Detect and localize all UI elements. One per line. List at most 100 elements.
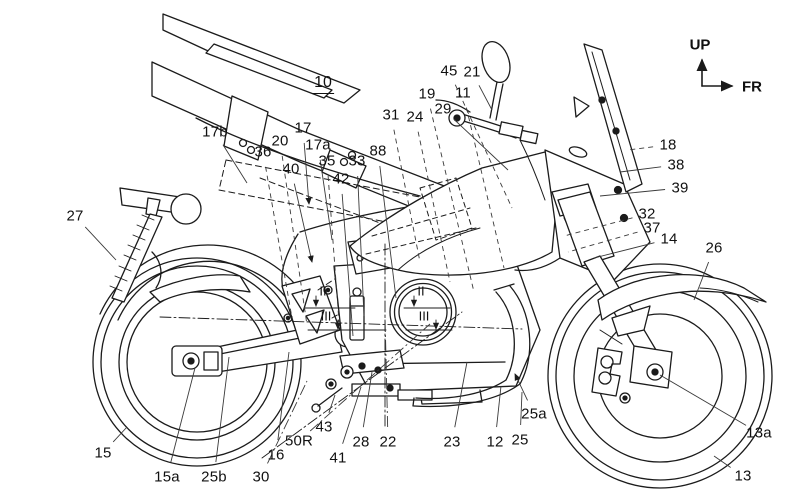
leader-11 — [465, 107, 505, 269]
leader-35 — [327, 175, 340, 323]
mirror — [481, 40, 511, 121]
ref-label-23: 23 — [443, 433, 461, 451]
ref-label-41: 41 — [329, 449, 347, 467]
leader-19 — [430, 108, 475, 293]
ref-label-14: 14 — [660, 230, 678, 248]
ref-label-12: 12 — [486, 433, 504, 451]
leader-12 — [496, 385, 502, 428]
ref-label-40: 40 — [282, 160, 300, 178]
leader-39 — [599, 189, 666, 197]
section-mark-III-3: III — [418, 308, 430, 324]
ref-label-16: 16 — [267, 446, 285, 464]
leader-40 — [293, 183, 314, 263]
leader-38 — [619, 166, 662, 173]
brake-caliper — [591, 329, 631, 404]
leader-15 — [112, 426, 128, 443]
exhaust-pipe — [412, 283, 531, 408]
ref-label-24: 24 — [406, 108, 424, 126]
section-lines — [304, 295, 453, 331]
ref-label-38: 38 — [667, 156, 685, 174]
leader-25a — [514, 373, 528, 401]
ref-label-33: 33 — [348, 152, 366, 170]
leader-25b — [215, 356, 230, 463]
leader-33 — [357, 175, 365, 317]
leader-lines — [84, 84, 747, 468]
section-mark-III-1: III — [320, 308, 332, 324]
ref-label-35: 35 — [318, 152, 336, 170]
ref-label-32: 32 — [638, 205, 656, 223]
ref-label-13a: 13a — [746, 424, 772, 442]
leader-21 — [478, 85, 493, 111]
leader-16 — [277, 351, 290, 441]
axis-label-up: UP — [689, 36, 711, 54]
ref-label-17b: 17b — [202, 123, 228, 141]
ref-label-18: 18 — [659, 136, 677, 154]
leader-50R — [309, 323, 431, 432]
leader-25 — [520, 391, 523, 426]
leader-14 — [593, 242, 655, 259]
ref-label-25: 25 — [511, 431, 529, 449]
leader-13 — [713, 455, 731, 468]
leader-17b — [222, 144, 248, 184]
ref-label-22: 22 — [379, 433, 397, 451]
ref-label-45: 45 — [440, 62, 458, 80]
leader-41 — [342, 386, 362, 444]
leader-37 — [567, 231, 638, 253]
leader-30 — [267, 380, 308, 464]
leader-28 — [362, 371, 373, 428]
ref-label-29: 29 — [434, 100, 452, 118]
ref-label-42: 42 — [332, 170, 350, 188]
frame-pivot-plate — [281, 275, 341, 345]
tail-rack — [151, 13, 471, 229]
leader-13a — [659, 374, 747, 426]
ref-label-13: 13 — [734, 467, 752, 485]
leader-88 — [379, 165, 397, 299]
rear-hugger — [99, 244, 301, 321]
ref-label-28: 28 — [352, 433, 370, 451]
front-fork — [551, 183, 673, 389]
leader-17a — [319, 159, 333, 241]
leader-23 — [454, 361, 468, 428]
ref-label-15: 15 — [94, 444, 112, 462]
compass-arrows — [696, 58, 734, 92]
ref-label-17a: 17a — [305, 136, 331, 154]
ref-label-88: 88 — [369, 142, 387, 160]
leader-43 — [328, 394, 336, 413]
ref-label-39: 39 — [671, 179, 689, 197]
leader-32 — [563, 217, 633, 237]
ref-label-36: 36 — [254, 143, 272, 161]
leader-29 — [453, 118, 509, 171]
ref-label-20: 20 — [271, 132, 289, 150]
ref-label-17: 17 — [294, 119, 312, 137]
leader-31 — [393, 129, 421, 263]
leader-36 — [265, 166, 293, 319]
leader-24 — [417, 131, 451, 283]
leader-18 — [627, 146, 654, 151]
ref-label-25a: 25a — [521, 405, 547, 423]
figure-number: 10 — [312, 74, 334, 94]
ref-label-30: 30 — [252, 468, 270, 486]
ref-label-11: 11 — [455, 84, 471, 102]
section-mark-II-2: II — [417, 283, 425, 299]
leader-17 — [303, 142, 312, 205]
ref-label-37: 37 — [643, 219, 661, 237]
leader-27 — [84, 226, 117, 261]
section-mark-II-0: II — [319, 283, 327, 299]
leader-15a — [170, 367, 196, 463]
ref-label-15a: 15a — [154, 468, 180, 486]
leader-45 — [454, 84, 513, 209]
leader-42 — [341, 193, 354, 337]
ref-label-27: 27 — [66, 207, 84, 225]
ref-label-26: 26 — [705, 239, 723, 257]
windshield — [573, 43, 643, 193]
ref-label-21: 21 — [463, 63, 481, 81]
ref-label-50R: 50R — [284, 432, 314, 450]
axis-label-fr: FR — [742, 78, 762, 96]
leader-26 — [693, 261, 710, 301]
front-fender — [597, 274, 767, 337]
ref-label-31: 31 — [382, 106, 400, 124]
ref-label-25b: 25b — [201, 468, 227, 486]
license-hanger — [109, 187, 202, 303]
